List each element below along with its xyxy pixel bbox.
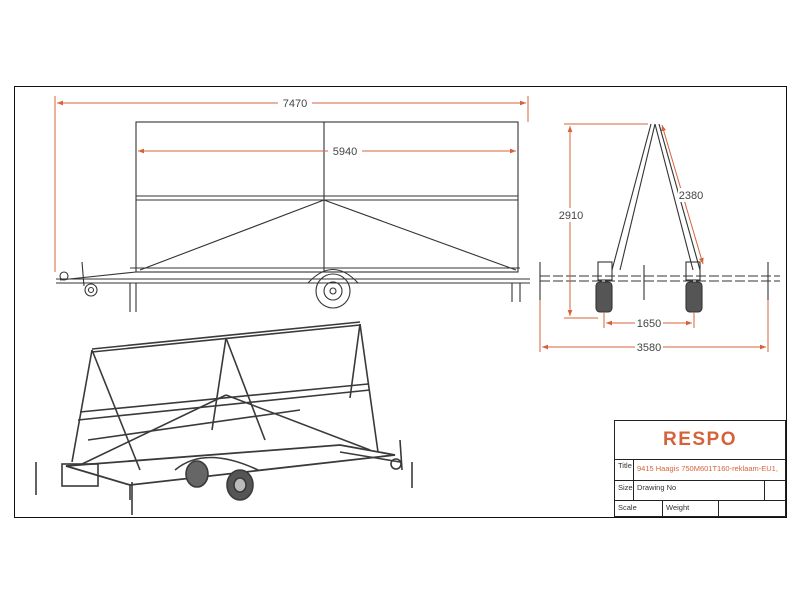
title-label: Title xyxy=(615,459,634,480)
dim-panel-side: 2380 xyxy=(679,190,703,202)
size-row: Size Drawing No xyxy=(615,481,785,501)
dim-overall-height: 2910 xyxy=(559,210,583,222)
title-row: Title 9415 Haagis 750M601T160-reklaam-EU… xyxy=(615,459,785,481)
size-label: Size xyxy=(615,481,634,500)
side-view xyxy=(56,121,530,312)
drawing-no-label: Drawing No xyxy=(634,481,765,500)
isometric-view xyxy=(35,321,413,515)
scale-row: Scale Weight xyxy=(615,501,785,516)
dim-panel-length: 5940 xyxy=(333,146,357,158)
dim-overall-width: 3580 xyxy=(637,342,661,354)
company-logo: RESPO xyxy=(615,421,785,460)
title-value: 9415 Haagis 750M601T160-reklaam-EU1, xyxy=(637,464,778,473)
dimension-labels: 7470 5940 2910 2380 1650 3580 xyxy=(278,96,704,354)
drawing-frame xyxy=(14,86,787,518)
title-block: RESPO Title 9415 Haagis 750M601T160-rekl… xyxy=(614,420,786,517)
weight-label: Weight xyxy=(663,501,719,516)
scale-label: Scale xyxy=(615,501,663,516)
dimensions xyxy=(54,96,769,352)
dim-track-width: 1650 xyxy=(637,318,661,330)
dim-overall-length: 7470 xyxy=(283,98,307,110)
